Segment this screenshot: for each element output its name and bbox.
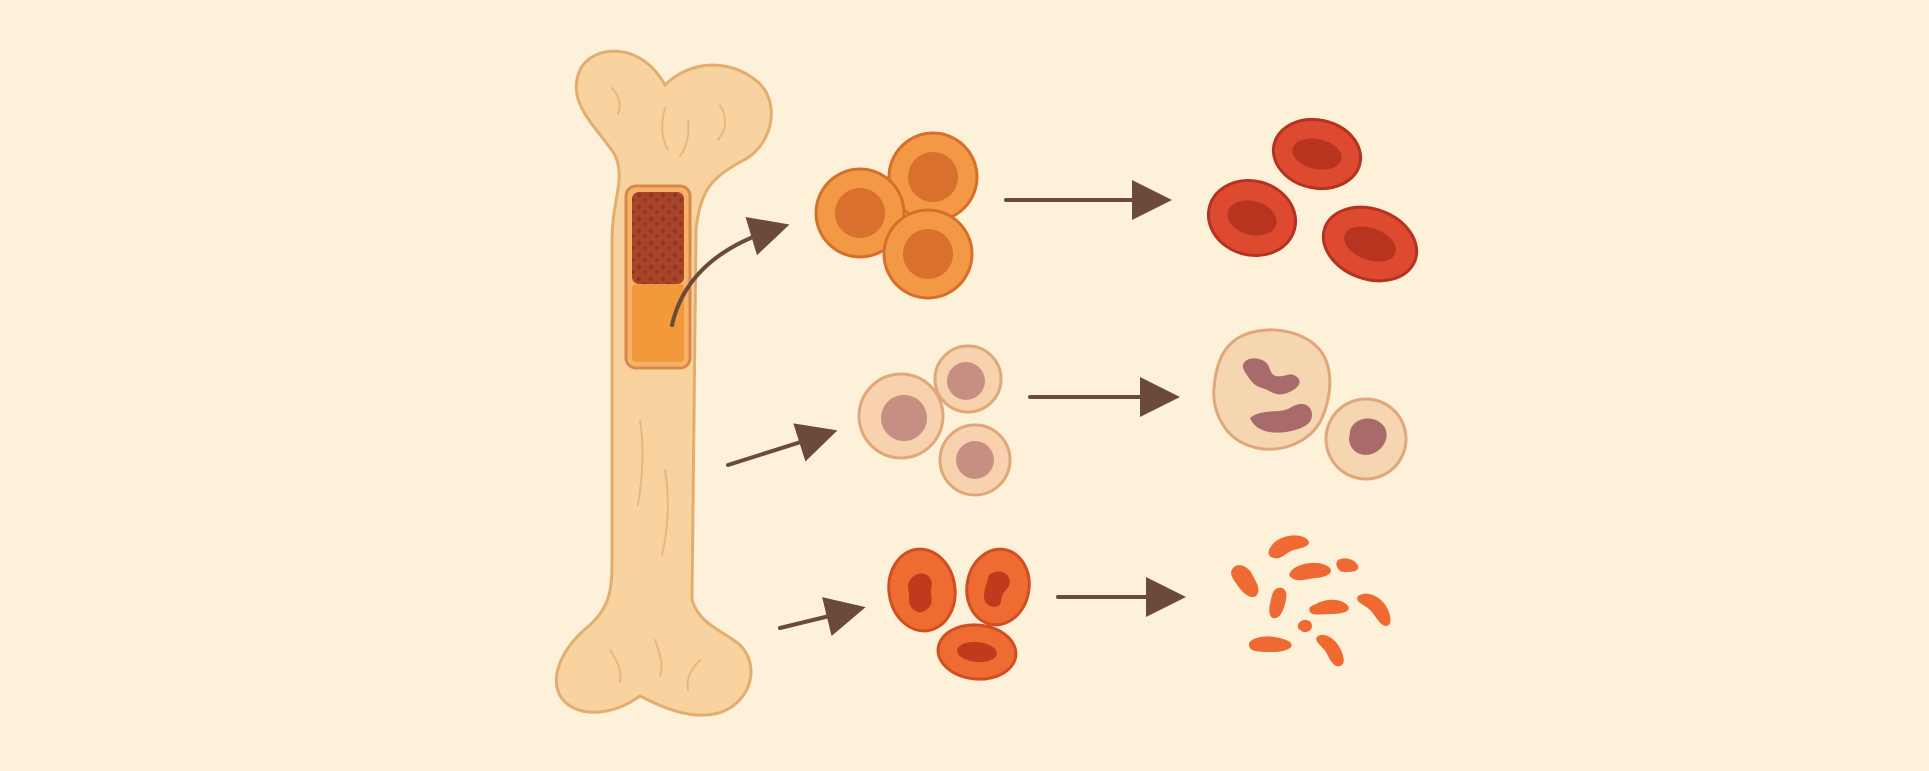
white-blood-cell-icon: [1324, 397, 1408, 481]
bone-texture: [609, 87, 726, 691]
red-marrow-region: [632, 192, 684, 284]
red-blood-cell-icon: [1271, 118, 1363, 190]
nucleated-red-cell-cluster-icon: [887, 547, 1031, 681]
platelet-icon: [1336, 558, 1359, 572]
platelet-icon: [1268, 535, 1309, 559]
progenitor-cell: [965, 547, 1031, 627]
progenitor-cell: [936, 623, 1018, 681]
progenitor-cell: [857, 372, 945, 460]
arrow-bone-to-middle-progenitor: [726, 423, 838, 467]
platelet-group: [1231, 535, 1391, 667]
platelet-icon: [1248, 636, 1292, 652]
progenitor-cell: [933, 344, 1003, 414]
platelet-icon: [1316, 634, 1344, 667]
white-blood-cell-group: [1212, 328, 1408, 481]
white-blood-cell-icon: [1212, 328, 1332, 451]
red-blood-cell-icon: [1321, 205, 1419, 283]
orange-progenitor-cell-cluster-icon: [814, 131, 979, 300]
arrow-bone-to-bottom-progenitor: [778, 597, 866, 637]
yellow-marrow-region: [632, 284, 684, 362]
progenitor-cell: [887, 131, 979, 223]
arrows: [670, 180, 1186, 637]
platelet-icon: [1231, 565, 1259, 598]
pale-progenitor-cell-cluster-icon: [857, 344, 1012, 497]
progenitor-cell: [814, 167, 906, 259]
red-blood-cell-group: [1206, 118, 1419, 283]
platelet-icon: [1297, 619, 1312, 633]
platelet-icon: [1269, 587, 1287, 619]
platelet-icon: [1309, 599, 1349, 615]
platelet-icon: [1289, 562, 1331, 581]
progenitor-cell: [887, 547, 957, 633]
bone-icon: [554, 49, 773, 717]
progenitor-cell: [882, 208, 974, 300]
progenitor-cell: [938, 423, 1012, 497]
arrow-bone-to-top-progenitor: [670, 216, 790, 327]
marrow-cavity-icon: [624, 184, 692, 370]
red-blood-cell-icon: [1206, 178, 1298, 258]
bone-outline: [554, 49, 773, 717]
platelet-icon: [1357, 593, 1391, 626]
